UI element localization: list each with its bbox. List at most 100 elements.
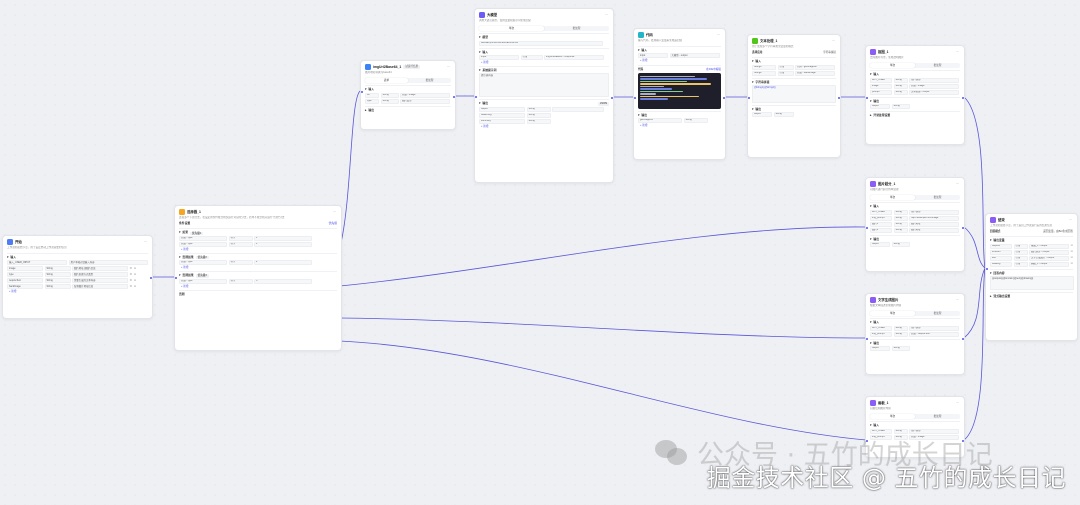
chevron-down-icon[interactable]: ▾ — [870, 320, 872, 325]
add-condition-button[interactable]: + 新增 — [181, 266, 189, 270]
chevron-down-icon[interactable]: ▾ — [752, 106, 754, 111]
text-row-1-name[interactable]: String2 — [752, 70, 776, 76]
plugin-r1-row-2-value[interactable]: 文本处理 - output — [909, 89, 959, 95]
text-mode-select[interactable]: 字符串拼接 — [823, 51, 836, 55]
plugin-r3-row-0-value[interactable]: 用户身份 — [909, 325, 959, 331]
end-row-3-type[interactable]: 引用 — [1013, 261, 1028, 267]
start-row-2-name[interactable]: type — [7, 272, 43, 278]
start-row-3-name[interactable]: requireText — [7, 278, 43, 284]
more-icon[interactable]: ⋯ — [605, 12, 609, 17]
more-icon[interactable]: ⋯ — [956, 181, 960, 186]
branch-1-right[interactable]: 1 — [254, 235, 312, 241]
start-row-3-type[interactable]: String — [44, 278, 71, 284]
end-row-0-value[interactable]: 抠图_1 - output — [1029, 243, 1069, 249]
llm-output-row-0-desc[interactable] — [552, 106, 604, 112]
text-row-0-name[interactable]: String1 — [752, 64, 776, 70]
tab-single[interactable]: 单次 — [870, 414, 915, 420]
llm-output-row-2-type[interactable]: String — [526, 118, 551, 124]
add-condition-button[interactable]: + 新增 — [181, 247, 189, 251]
text-concat-input[interactable]: {{String1}}{{String2}} — [752, 84, 836, 103]
input-port[interactable] — [634, 96, 637, 100]
end-row-2-name[interactable]: text — [990, 255, 1012, 261]
output-port[interactable] — [722, 96, 725, 100]
end-row-2-value[interactable]: 文字生成图片 - output — [1029, 255, 1069, 261]
plugin-r1-row-1-value[interactable]: 开始 - image — [909, 83, 959, 89]
chevron-down-icon[interactable]: ▾ — [990, 270, 992, 275]
delete-icon[interactable]: ⊖ — [133, 284, 137, 289]
llm-prompt-input[interactable]: 提示词内容 — [479, 73, 609, 98]
branch-1-left[interactable]: 开始 - type — [179, 235, 227, 241]
input-port[interactable] — [175, 276, 178, 280]
more-icon[interactable]: ⋯ — [333, 209, 337, 214]
plugin-left-row-0-value[interactable]: 开始 - image — [400, 92, 450, 98]
delete-icon[interactable]: ⊖ — [133, 266, 137, 271]
add-variable-button[interactable]: + 新增 — [9, 290, 17, 294]
tab-batch[interactable]: 批处理 — [425, 79, 434, 83]
llm-output-row-1-name[interactable]: reasoning — [479, 112, 525, 118]
plugin-r2-node[interactable]: 图片超分_1 ⋯ 对图片进行超分辨率处理 单次 批处理 ▾输入 BOT_USER… — [865, 177, 965, 272]
llm-model-select[interactable]: doubao-pro-4k-functioncall-240515 — [479, 40, 603, 46]
llm-input-type[interactable]: 引用 — [520, 54, 543, 60]
chevron-down-icon[interactable]: ▾ — [870, 98, 872, 103]
llm-input-name[interactable]: input — [479, 54, 519, 60]
add-output-button[interactable]: + 新增 — [640, 124, 648, 128]
end-row-3-name[interactable]: drawing — [990, 261, 1012, 267]
plugin-r2-row-2-value[interactable]: 图片地址 — [909, 221, 959, 227]
chevron-down-icon[interactable]: ▾ — [479, 101, 481, 106]
more-icon[interactable]: ⋯ — [956, 297, 960, 302]
plugin-r2-row-0-value[interactable]: 用户身份 — [909, 209, 959, 215]
llm-output-row-2-name[interactable]: summary — [479, 118, 525, 124]
plugin-r1-node[interactable]: 抠图_1 ⋯ 去除图片背景，生成透明图片 单次 批处理 ▾输入 BOT_USER… — [865, 45, 965, 145]
code-output-type[interactable]: String — [683, 118, 708, 124]
text-row-1-type[interactable]: 引用 — [777, 70, 794, 76]
code-editor[interactable] — [638, 72, 721, 109]
chevron-down-icon[interactable]: ▾ — [990, 238, 992, 243]
branch-1-right-2[interactable]: 1 — [254, 241, 312, 247]
settings-icon[interactable]: ⚙ — [129, 284, 133, 289]
tab-single[interactable]: 单次 — [870, 63, 915, 69]
more-icon[interactable]: ⋯ — [1069, 217, 1073, 222]
chevron-down-icon[interactable]: ▾ — [752, 79, 754, 84]
more-icon[interactable]: ⋯ — [144, 239, 148, 244]
start-row-1-type[interactable]: String — [44, 266, 71, 272]
code-input-type[interactable]: 大模型 - output — [669, 53, 720, 59]
branch-1-left-2[interactable]: 开始 - type — [179, 241, 227, 247]
chevron-down-icon[interactable]: ▾ — [7, 255, 9, 260]
output-port[interactable] — [961, 337, 964, 341]
end-answer-input[interactable]: {{outputs}}{{function}}{{text}}{{drawing… — [990, 275, 1074, 290]
plugin-r2-row-1-value[interactable]: http://example.com/image — [909, 215, 959, 221]
tab-batch[interactable]: 批处理 — [572, 27, 581, 31]
code-input-name[interactable]: input — [638, 53, 668, 59]
plugin-r3-node[interactable]: 文字生成图片 ⋯ 根据文本描述生成图片内容 单次 批处理 ▾输入 BOT_USE… — [865, 293, 965, 375]
llm-input-value[interactable]: imgUrl2Base64 - response — [544, 54, 604, 60]
input-port[interactable] — [866, 439, 869, 443]
llm-node[interactable]: 大模型 ⋯ 调用大语言模型，使用变量和提示词生成回复 单次 批处理 ▾模型 do… — [474, 8, 614, 183]
text-row-0-value[interactable]: 代码 - getImageUrl — [795, 64, 835, 70]
settings-icon[interactable]: ⚙ — [129, 272, 133, 277]
chevron-down-icon[interactable]: ▾ — [638, 112, 640, 117]
start-row-4-type[interactable]: String — [44, 284, 71, 290]
chevron-down-icon[interactable]: ▾ — [870, 423, 872, 428]
code-node[interactable]: 代码 ⋯ 编写代码，处理输入变量来生成返回值 ▾输入 input 大模型 - o… — [633, 28, 726, 160]
start-row-3-desc[interactable]: 需要生成的文本内容 — [72, 278, 128, 284]
tab-batch[interactable]: 批处理 — [933, 196, 942, 200]
branch-2-op[interactable]: 等于 — [228, 260, 253, 266]
delete-icon[interactable]: ⊖ — [1070, 261, 1073, 266]
code-output-name[interactable]: getImageUrl — [638, 118, 682, 124]
chevron-right-icon[interactable]: ▸ — [870, 112, 872, 117]
start-row-2-desc[interactable]: 图片处理方式类型 — [72, 272, 128, 278]
chevron-right-icon[interactable]: ▸ — [990, 293, 992, 298]
chevron-down-icon[interactable]: ▾ — [179, 230, 181, 235]
output-port[interactable] — [610, 96, 613, 100]
branch-1-op-2[interactable]: 等于 — [228, 241, 253, 247]
input-port[interactable] — [361, 90, 364, 94]
end-row-2-type[interactable]: 引用 — [1013, 255, 1028, 261]
output-port[interactable] — [961, 439, 964, 443]
chevron-down-icon[interactable]: ▾ — [479, 35, 481, 40]
add-input-button[interactable]: + 新增 — [640, 59, 648, 63]
output-port[interactable] — [452, 95, 455, 99]
chevron-down-icon[interactable]: ▾ — [365, 87, 367, 92]
end-row-3-value[interactable]: 画板_1 - output — [1029, 261, 1069, 267]
delete-icon[interactable]: ⊖ — [1070, 255, 1073, 260]
